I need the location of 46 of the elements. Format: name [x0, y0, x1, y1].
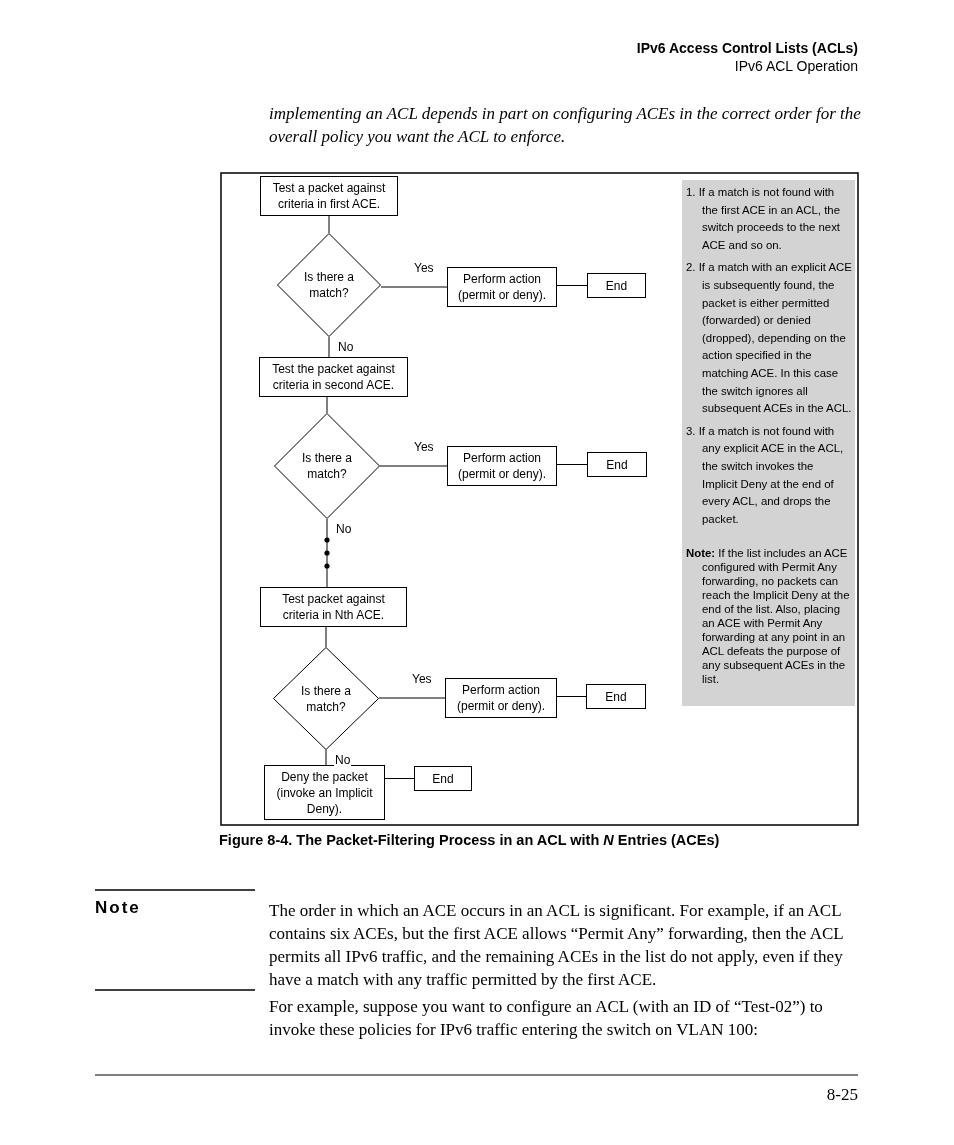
connector-line	[328, 336, 330, 358]
note-text: Note: If the list includes an ACE configured with Permit Any forwarding, no packets can reach the Implicit Deny at the end of the list. Also, placing an ACE with Permit Any forwarding at any point in an ACL defeats the purpose of any subsequent ACEs in the list.	[686, 546, 851, 687]
process-box: End	[587, 452, 647, 477]
connector-line	[380, 286, 448, 288]
edge-label: Yes	[413, 440, 435, 454]
connector-line	[326, 396, 328, 414]
connector-line	[325, 749, 327, 766]
connector-line	[556, 696, 587, 697]
connector-line	[325, 626, 327, 648]
process-box: Test the packet against criteria in second ACE.	[259, 357, 408, 397]
edge-label: Yes	[413, 261, 435, 275]
process-box: Deny the packet (invoke an Implicit Deny).	[264, 765, 385, 820]
decision-text: Is there a match?	[303, 269, 355, 301]
edge-label: No	[335, 522, 353, 536]
figure-caption: Figure 8-4. The Packet-Filtering Process in an ACL with N Entries (ACEs)	[219, 832, 721, 848]
connector-line	[328, 215, 330, 234]
connector-line	[379, 465, 448, 467]
intro-paragraph: implementing an ACL depends in part on configuring ACEs in the correct order for the overall policy you want the ACL to enforce.	[269, 103, 862, 148]
running-header: IPv6 Access Control Lists (ACLs)	[635, 40, 858, 57]
connector-line	[384, 778, 415, 779]
process-box: End	[414, 766, 472, 791]
process-box: Perform action (permit or deny).	[447, 267, 557, 307]
list-item: 1. If a match is not found with the first ACE in an ACL, the switch proceeds to the next ACE and so on.	[686, 185, 842, 253]
edge-label: Yes	[411, 672, 433, 686]
decision-text: Is there a match?	[301, 450, 353, 482]
connector-line	[378, 697, 446, 699]
list-item: 3. If a match is not found with any explicit ACE in the ACL, the switch invokes the Implicit Deny at the end of every ACL, and drops the packet.	[686, 423, 845, 527]
edge-label: No	[334, 753, 352, 767]
connector-line	[326, 518, 328, 588]
process-box: End	[587, 273, 646, 298]
note-panel	[682, 180, 855, 706]
note-paragraph: The order in which an ACE occurs in an ACL is significant. For example, if an ACL contains six ACEs, but the first ACE allows “Permit Any” forwarding, then the ACL permits all IPv6 traffic, and the remaining ACEs in the list do not apply, even if they have a match with any traffic permitted by the first ACE.	[269, 900, 844, 991]
page-number: 8-25	[825, 1084, 858, 1106]
running-header: IPv6 ACL Operation	[733, 58, 858, 75]
process-box: Test packet against criteria in Nth ACE.	[260, 587, 407, 627]
edge-label: No	[337, 340, 355, 354]
process-box: End	[586, 684, 646, 709]
process-box: Perform action (permit or deny).	[445, 678, 557, 718]
connector-line	[556, 464, 588, 465]
list-item: 2. If a match with an explicit ACE is subsequently found, the packet is either permitted (forwarded) or denied (dropped), depending on the action specified in the matching ACE. In this case the switch ignores all subsequent ACEs in the ACL.	[686, 260, 852, 417]
connector-line	[556, 285, 588, 286]
process-box: Test a packet against criteria in first ACE.	[260, 176, 398, 216]
decision-text: Is there a match?	[300, 682, 352, 715]
body-paragraph: For example, suppose you want to configure an ACL (with an ID of “Test-02”) to invoke these policies for IPv6 traffic entering the switch on VLAN 100:	[269, 996, 824, 1041]
process-box: Perform action (permit or deny).	[447, 446, 557, 486]
note-heading: Note	[95, 898, 142, 918]
